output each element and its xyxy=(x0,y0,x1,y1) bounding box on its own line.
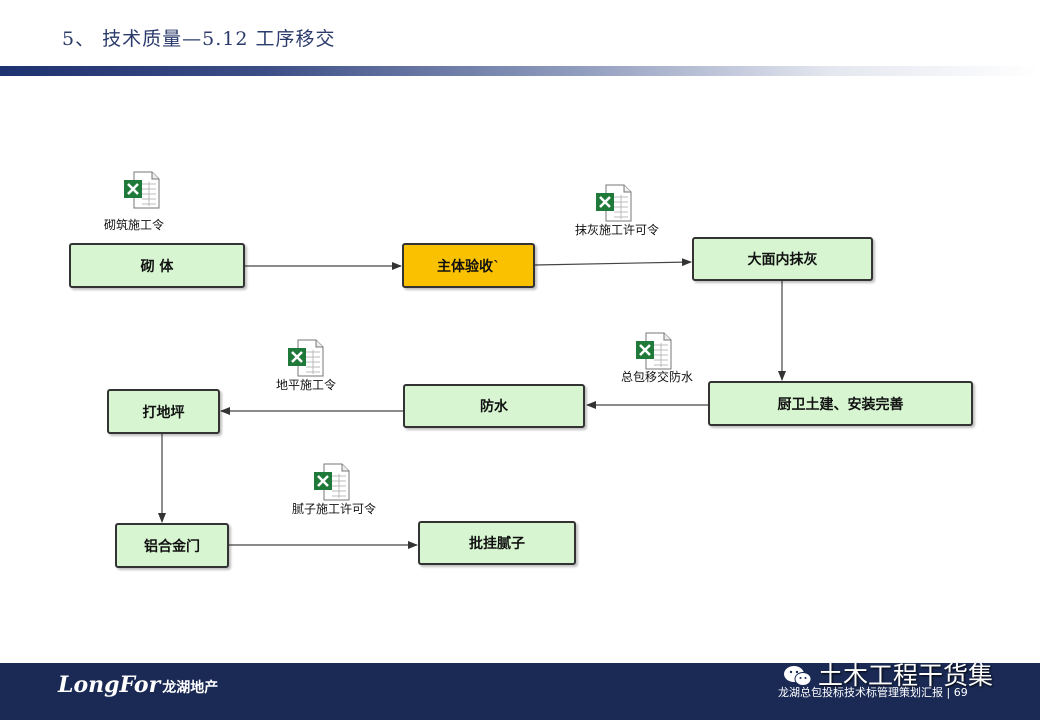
node-masonry[interactable]: 砌 体 xyxy=(69,243,245,288)
doc-label-masonry: 砌筑施工令 xyxy=(104,218,165,232)
page-title: 5、 技术质量—5.12 工序移交 xyxy=(62,28,336,50)
excel-icon[interactable] xyxy=(286,338,326,378)
excel-icon[interactable] xyxy=(312,462,352,502)
doc-label-putty-permit: 腻子施工许可令 xyxy=(292,502,377,516)
footer-caption: 龙湖总包投标技术标管理策划汇报 | 69 xyxy=(778,686,968,699)
watermark-text: 土木工程干货集 xyxy=(818,661,994,690)
excel-icon[interactable] xyxy=(594,183,634,223)
arrow-2-3 xyxy=(534,258,692,267)
doc-label-waterproof-handover: 总包移交防水 xyxy=(621,370,694,384)
doc-label-floor: 地平施工令 xyxy=(276,378,337,392)
doc-label-plaster-permit: 抹灰施工许可令 xyxy=(575,223,660,237)
node-structure-acceptance[interactable]: 主体验收` xyxy=(402,243,535,288)
excel-icon[interactable] xyxy=(122,170,162,210)
node-waterproofing[interactable]: 防水 xyxy=(403,384,585,428)
node-putty[interactable]: 批挂腻子 xyxy=(418,521,576,565)
footer-bar xyxy=(0,663,1040,720)
node-aluminum-door[interactable]: 铝合金门 xyxy=(115,523,229,568)
node-interior-plastering[interactable]: 大面内抹灰 xyxy=(692,237,873,281)
wechat-icon xyxy=(784,666,812,686)
title-divider xyxy=(0,66,1040,76)
node-kitchen-bath-finish[interactable]: 厨卫土建、安装完善 xyxy=(708,381,973,426)
node-floor-screed[interactable]: 打地坪 xyxy=(107,389,220,434)
excel-icon[interactable] xyxy=(634,331,674,371)
